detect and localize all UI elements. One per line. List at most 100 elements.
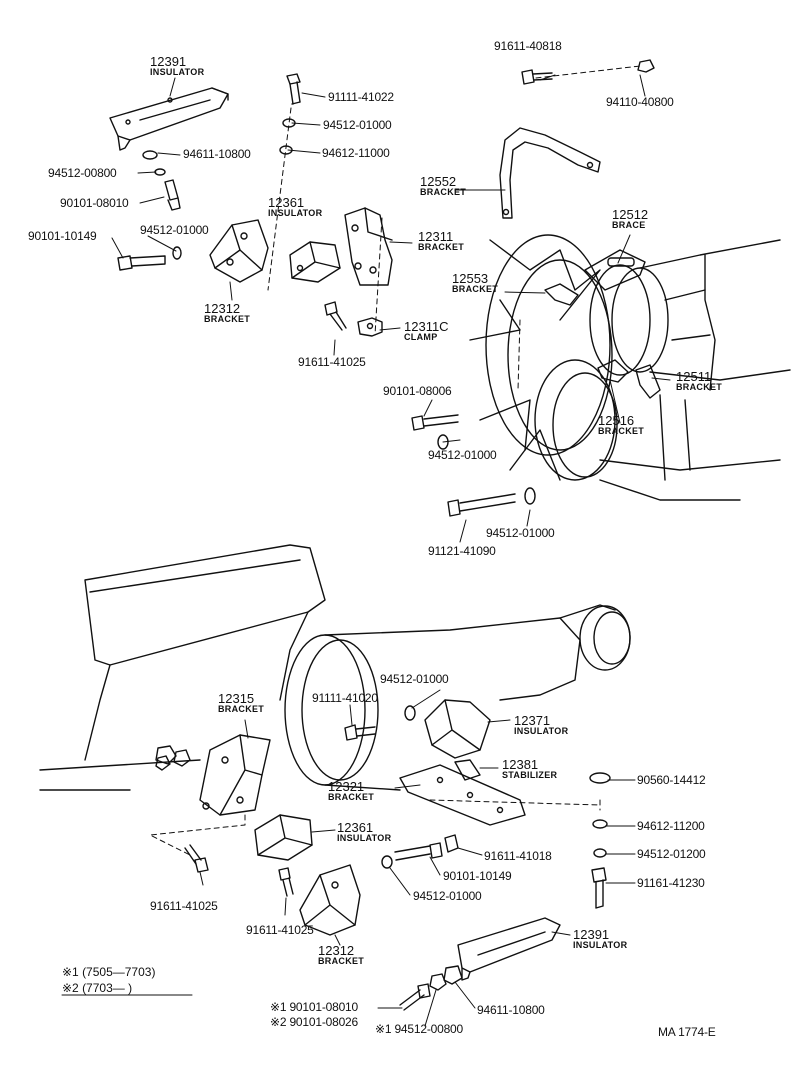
washer-94512-00800-drawing	[154, 168, 166, 176]
bracket-12315-drawing	[199, 734, 271, 816]
label-91111-41022: 91111-41022	[328, 90, 394, 104]
label-94110-40800: 94110-40800	[606, 95, 674, 109]
insulator-12361-bottom-drawing	[254, 814, 313, 861]
label-94512-00800: 94512-00800	[48, 166, 117, 180]
label-91611-41018: 91611-41018	[484, 849, 552, 863]
label-91611-40818: 91611-40818	[494, 39, 562, 53]
note-1: ※1 (7505—7703)	[62, 965, 156, 979]
label-90101-08010-bottom: ※1 90101-08010	[270, 1000, 358, 1014]
leader-lines-top	[111, 74, 671, 543]
label-94611-10800-top: 94611-10800	[183, 147, 251, 161]
bolt-91161-41230-drawing	[591, 867, 607, 909]
bracket-12511-drawing	[635, 364, 661, 399]
assembly-dashes-bottom	[149, 799, 601, 856]
label-94512-01000-b: 94512-01000	[140, 223, 209, 237]
label-90101-08006: 90101-08006	[383, 384, 452, 398]
label-90101-10149-top: 90101-10149	[28, 229, 97, 243]
label-94512-01000-e: 94512-01000	[380, 672, 449, 686]
leader-lines-bottom	[199, 689, 636, 1027]
bolt-90101-10149-bottom-drawing	[394, 842, 443, 861]
label-94512-01000-d: 94512-01000	[486, 526, 555, 540]
engine-block-drawing	[39, 544, 326, 791]
bolt-91611-40818-drawing	[521, 69, 553, 85]
bracket-12321-drawing	[399, 764, 526, 826]
washer-94512-01000-e-drawing	[404, 705, 416, 721]
washer-94512-01000-c-drawing	[437, 434, 449, 450]
bracket-12553-drawing	[544, 283, 579, 306]
bolt-91111-41020-drawing	[344, 724, 376, 741]
bracket-12311-drawing	[344, 207, 393, 286]
bracket-12516-drawing	[597, 359, 629, 383]
bolt-90101-10149-top-drawing	[117, 255, 166, 271]
note-2: ※2 (7703— )	[62, 981, 133, 995]
bolt-91611-41025-top-drawing	[324, 301, 347, 331]
bracket-12312-bottom-drawing	[299, 864, 361, 936]
bolt-90101-08010-bottom-drawing	[399, 983, 431, 1011]
washer-94612-11000-drawing	[279, 145, 293, 155]
label-91611-41025-top: 91611-41025	[298, 355, 366, 369]
bolt-91611-41025-bottom-b-drawing	[278, 867, 294, 897]
label-91611-41025-bottom-a: 91611-41025	[150, 899, 218, 913]
label-90101-08010: 90101-08010	[60, 196, 129, 210]
label-94512-00800-bottom: ※1 94512-00800	[375, 1022, 463, 1036]
washer-94512-01200-drawing	[593, 848, 607, 858]
label-94512-01000-c: 94512-01000	[428, 448, 497, 462]
nut-94110-40800-drawing	[637, 59, 655, 73]
washer-94512-01000-drawing	[282, 118, 296, 128]
insulator-12391-top-drawing	[109, 87, 229, 151]
bolt-90101-08006-drawing	[411, 414, 459, 431]
engine-front-drawing	[589, 239, 791, 501]
bolt-91611-41025-bottom-a-drawing	[184, 844, 209, 873]
label-90101-08026: ※2 90101-08026	[270, 1015, 358, 1029]
bracket-12552-drawing	[499, 127, 601, 219]
insulator-12391-bottom-drawing	[457, 917, 561, 981]
bolt-90101-08010-drawing	[164, 179, 181, 211]
bolt-91611-41018-drawing	[444, 834, 459, 853]
assembly-dashes-top	[267, 65, 641, 391]
label-91161-41230: 91161-41230	[637, 876, 705, 890]
nuts-drawing	[155, 745, 191, 771]
nut-94611-10800-bottom-drawing	[443, 965, 463, 985]
transmission-drawing	[284, 604, 631, 791]
clamp-12311c-drawing	[357, 317, 383, 337]
label-91111-41020: 91111-41020	[312, 691, 378, 705]
washer-94512-01000-b-drawing	[172, 246, 182, 260]
label-94612-11000: 94612-11000	[322, 146, 390, 160]
label-91121-41090: 91121-41090	[428, 544, 496, 558]
bolt-91111-41022-drawing	[286, 73, 301, 105]
washer-90560-14412-drawing	[589, 772, 611, 784]
label-91611-41025-bottom-b: 91611-41025	[246, 923, 314, 937]
washer-94612-11200-drawing	[592, 819, 608, 829]
washer-94512-01000-f-drawing	[381, 855, 393, 869]
bolt-91121-41090-drawing	[447, 493, 516, 517]
label-94512-01000-a: 94512-01000	[323, 118, 392, 132]
label-94512-01200: 94512-01200	[637, 847, 706, 861]
washer-94512-01000-d-drawing	[524, 487, 536, 505]
insulator-12371-drawing	[424, 699, 491, 759]
washer-94512-00800-bottom-drawing	[429, 973, 447, 991]
bracket-12312-top-drawing	[209, 219, 269, 283]
label-94612-11200: 94612-11200	[637, 819, 705, 833]
nut-94611-10800-drawing	[142, 150, 158, 160]
label-94611-10800-bottom: 94611-10800	[477, 1003, 545, 1017]
label-90101-10149-bottom: 90101-10149	[443, 869, 512, 883]
insulator-12361-top-drawing	[289, 241, 341, 283]
